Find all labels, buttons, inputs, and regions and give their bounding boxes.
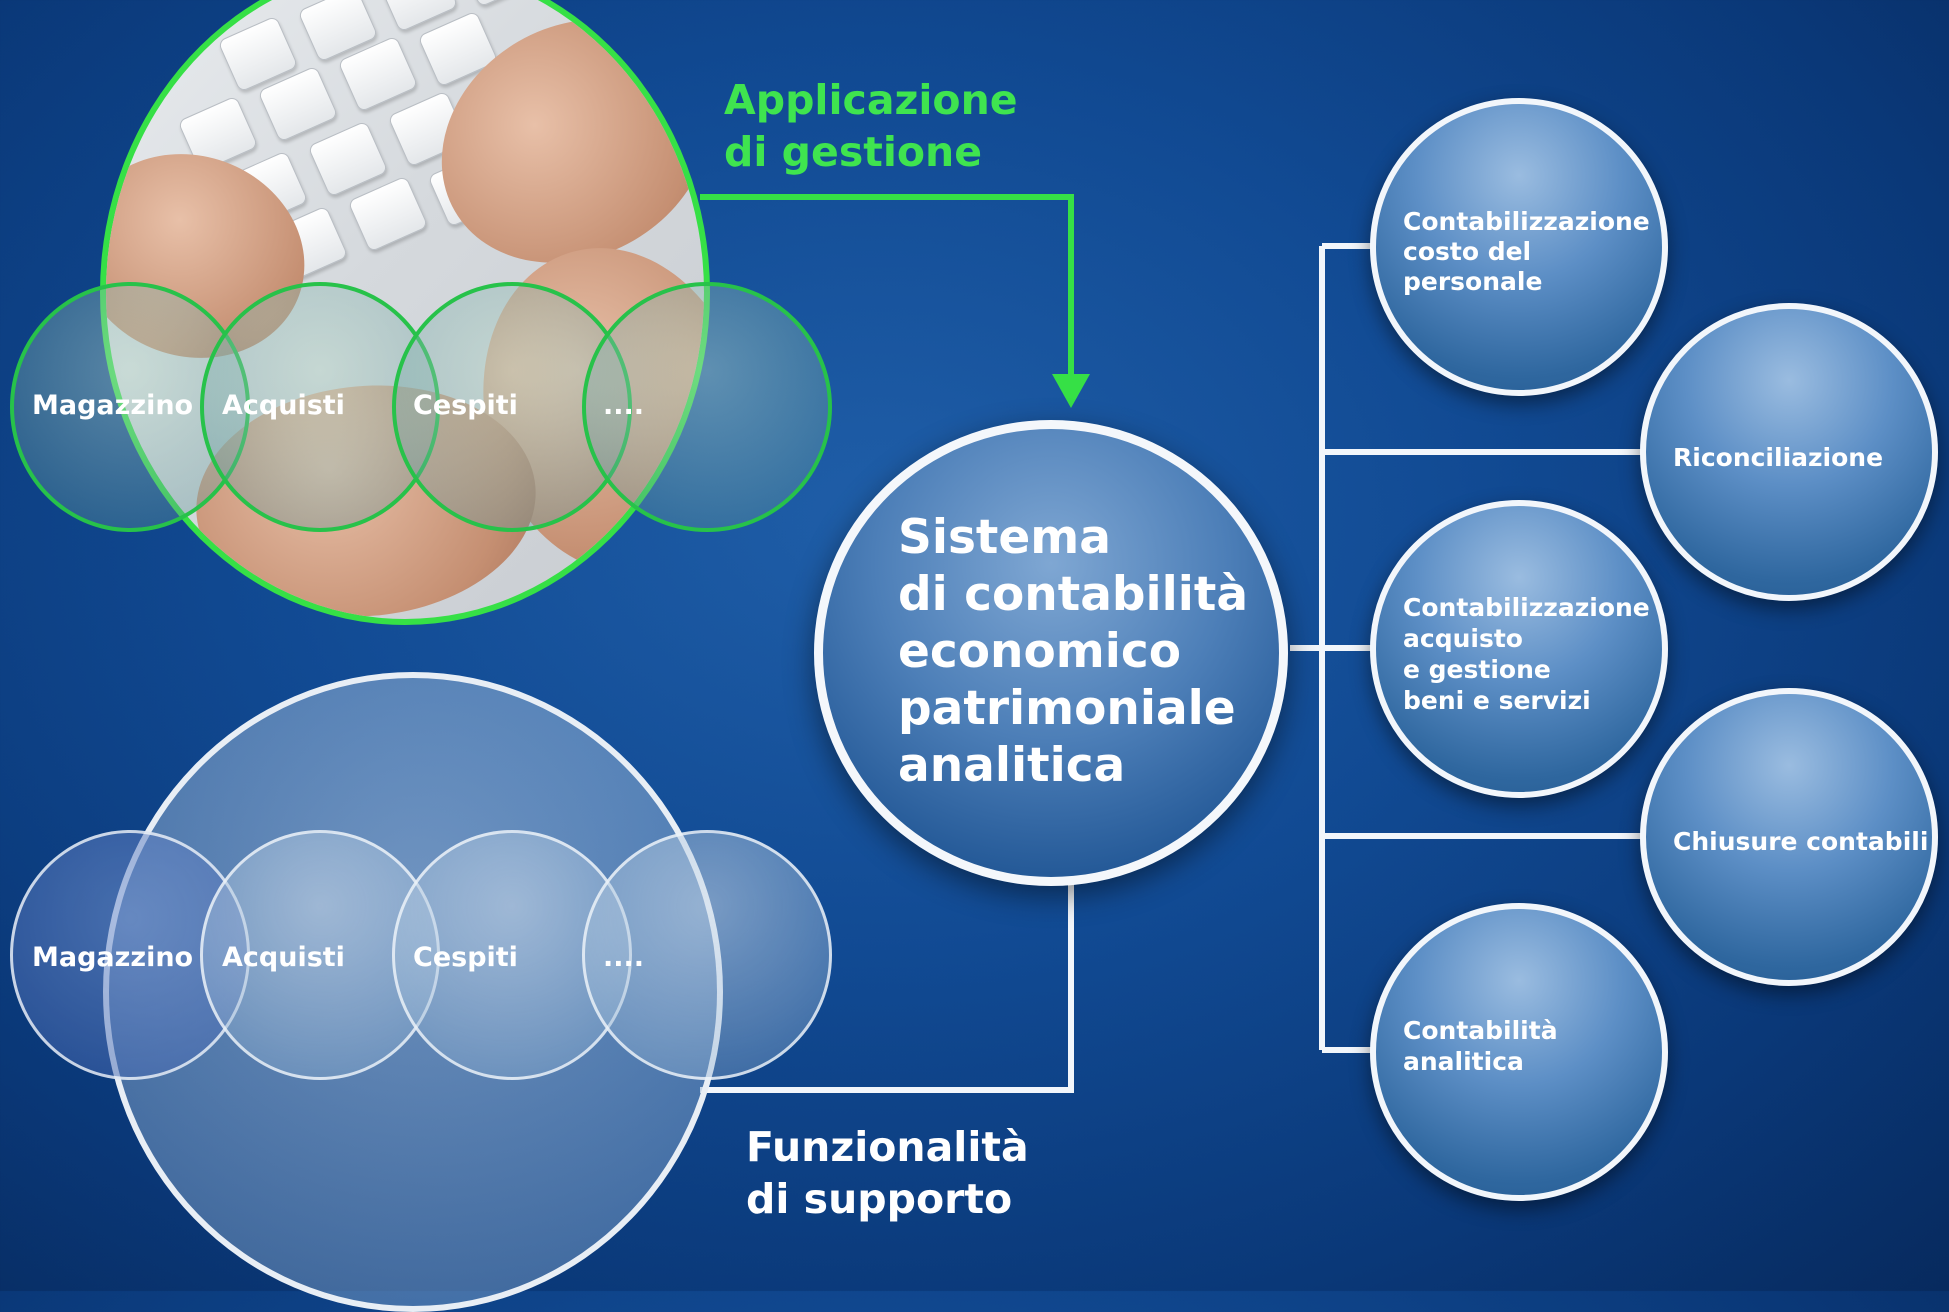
center-title-line3: economico — [898, 624, 1182, 679]
support-connector — [700, 880, 1074, 1093]
application-arrow — [700, 194, 1074, 380]
bottom-module-label-acquisti: Acquisti — [222, 942, 345, 973]
output-purchasing-line3: e gestione — [1403, 655, 1551, 684]
top-module-label-more: .... — [603, 390, 645, 421]
support-label-line2: di supporto — [746, 1175, 1013, 1223]
output-purchasing-line4: beni e servizi — [1403, 686, 1591, 715]
top-module-label-magazzino: Magazzino — [32, 390, 194, 421]
output-personnel-cost-line2: costo del — [1403, 237, 1532, 266]
output-purchasing-line2: acquisto — [1403, 624, 1523, 653]
output-personnel-cost-line3: personale — [1403, 267, 1543, 296]
output-analytic-accounting-line2: analitica — [1403, 1047, 1524, 1076]
support-label-line1: Funzionalità — [746, 1123, 1029, 1171]
bottom-module-label-cespiti: Cespiti — [413, 942, 518, 973]
center-title-line2: di contabilità — [898, 567, 1249, 622]
application-label-line1: Applicazione — [724, 76, 1018, 124]
output-purchasing-line1: Contabilizzazione — [1403, 593, 1650, 622]
output-reconciliation — [1640, 303, 1938, 601]
application-label-line2: di gestione — [724, 128, 983, 176]
output-personnel-cost — [1370, 98, 1668, 396]
output-personnel-cost-line1: Contabilizzazione — [1403, 207, 1650, 236]
center-title-line5: analitica — [898, 738, 1126, 793]
center-title-line4: patrimoniale — [898, 681, 1236, 736]
output-reconciliation-line1: Riconciliazione — [1673, 443, 1884, 472]
output-analytic-accounting — [1370, 903, 1668, 1201]
output-closings-line1: Chiusure contabili — [1673, 827, 1929, 856]
top-module-label-cespiti: Cespiti — [413, 390, 518, 421]
application-arrowhead — [1052, 374, 1090, 408]
bottom-module-label-more: .... — [603, 942, 645, 973]
top-module-more — [582, 282, 832, 532]
output-purchasing — [1370, 500, 1668, 798]
output-analytic-accounting-line1: Contabilità — [1403, 1016, 1558, 1045]
accounting-system-circle — [814, 420, 1288, 886]
output-closings — [1640, 688, 1938, 986]
top-module-label-acquisti: Acquisti — [222, 390, 345, 421]
bottom-module-label-magazzino: Magazzino — [32, 942, 194, 973]
center-title-line1: Sistema — [898, 510, 1111, 565]
bottom-module-more — [582, 830, 832, 1080]
